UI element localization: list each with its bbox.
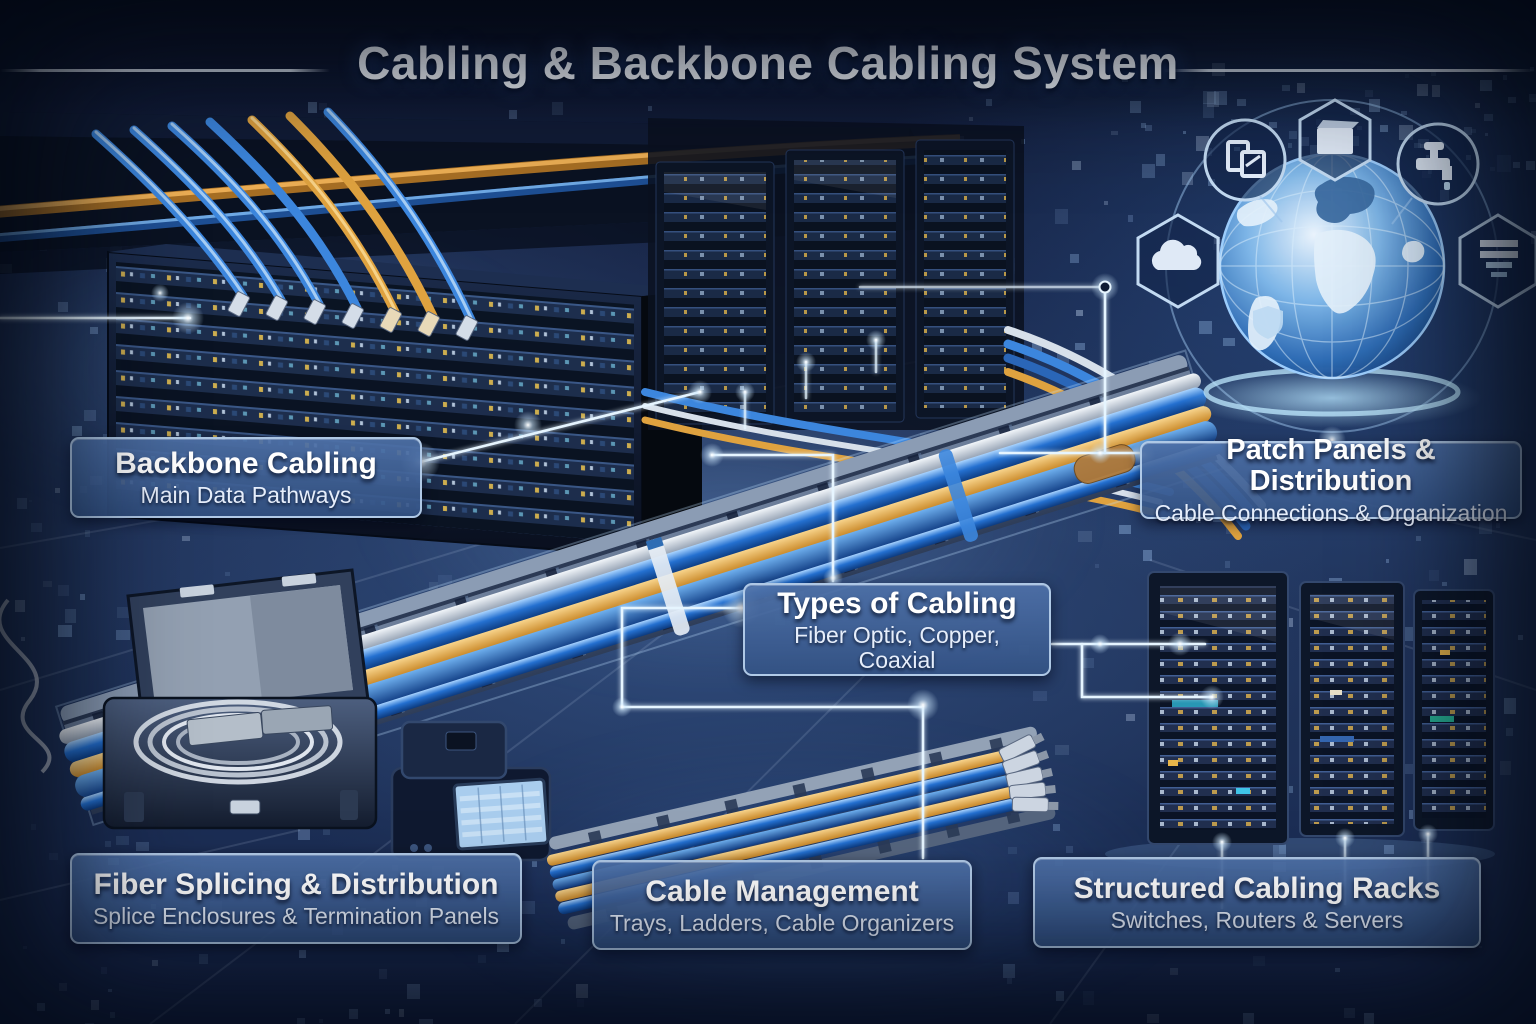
structured-racks-subtitle: Switches, Routers & Servers xyxy=(1110,907,1404,934)
types-of-cabling-subtitle: Fiber Optic, Copper, Coaxial xyxy=(794,622,1000,673)
types-of-cabling-label: Types of Cabling Fiber Optic, Copper, Co… xyxy=(743,583,1051,676)
backbone-cabling-label: Backbone Cabling Main Data Pathways xyxy=(70,437,422,518)
server-stack-icon xyxy=(1458,213,1536,309)
types-of-cabling-title: Types of Cabling xyxy=(777,587,1017,621)
fiber-splicing-title: Fiber Splicing & Distribution xyxy=(93,868,499,902)
documents-icon xyxy=(1203,118,1287,202)
structured-racks-title: Structured Cabling Racks xyxy=(1073,872,1441,906)
middle-racks-illustration xyxy=(648,118,1024,430)
backbone-cabling-title: Backbone Cabling xyxy=(115,447,377,481)
globe-network xyxy=(1136,98,1536,433)
structured-racks-illustration xyxy=(1105,571,1495,870)
cable-management-title: Cable Management xyxy=(645,874,919,908)
connector-lines xyxy=(0,285,1430,910)
cable-management-label: Cable Management Trays, Ladders, Cable O… xyxy=(592,860,972,950)
splice-enclosure-case xyxy=(0,568,378,830)
page-title: Cabling & Backbone Cabling System xyxy=(357,37,1179,89)
patch-panels-title: Patch Panels & Distribution xyxy=(1226,433,1436,498)
cable-management-subtitle: Trays, Ladders, Cable Organizers xyxy=(609,909,955,936)
splicer-screen xyxy=(452,777,550,851)
fiber-splicing-subtitle: Splice Enclosures & Termination Panels xyxy=(92,903,500,930)
rj45-connectors xyxy=(227,291,478,341)
shield-icon xyxy=(1253,306,1283,339)
cloud-icon xyxy=(1136,213,1220,309)
fusion-splicer xyxy=(390,720,552,862)
faucet-icon xyxy=(1396,122,1480,206)
structured-racks-label: Structured Cabling Racks Switches, Route… xyxy=(1033,857,1481,948)
fiber-splicing-label: Fiber Splicing & Distribution Splice Enc… xyxy=(70,853,522,944)
rack-led-lights xyxy=(1168,650,1454,794)
backbone-cabling-subtitle: Main Data Pathways xyxy=(140,482,352,509)
cable-connector-tips xyxy=(998,732,1059,813)
title-row: Cabling & Backbone Cabling System xyxy=(0,36,1536,90)
patch-panels-subtitle: Cable Connections & Organization xyxy=(1154,500,1508,527)
patch-panels-label: Patch Panels & Distribution Cable Connec… xyxy=(1140,434,1522,525)
